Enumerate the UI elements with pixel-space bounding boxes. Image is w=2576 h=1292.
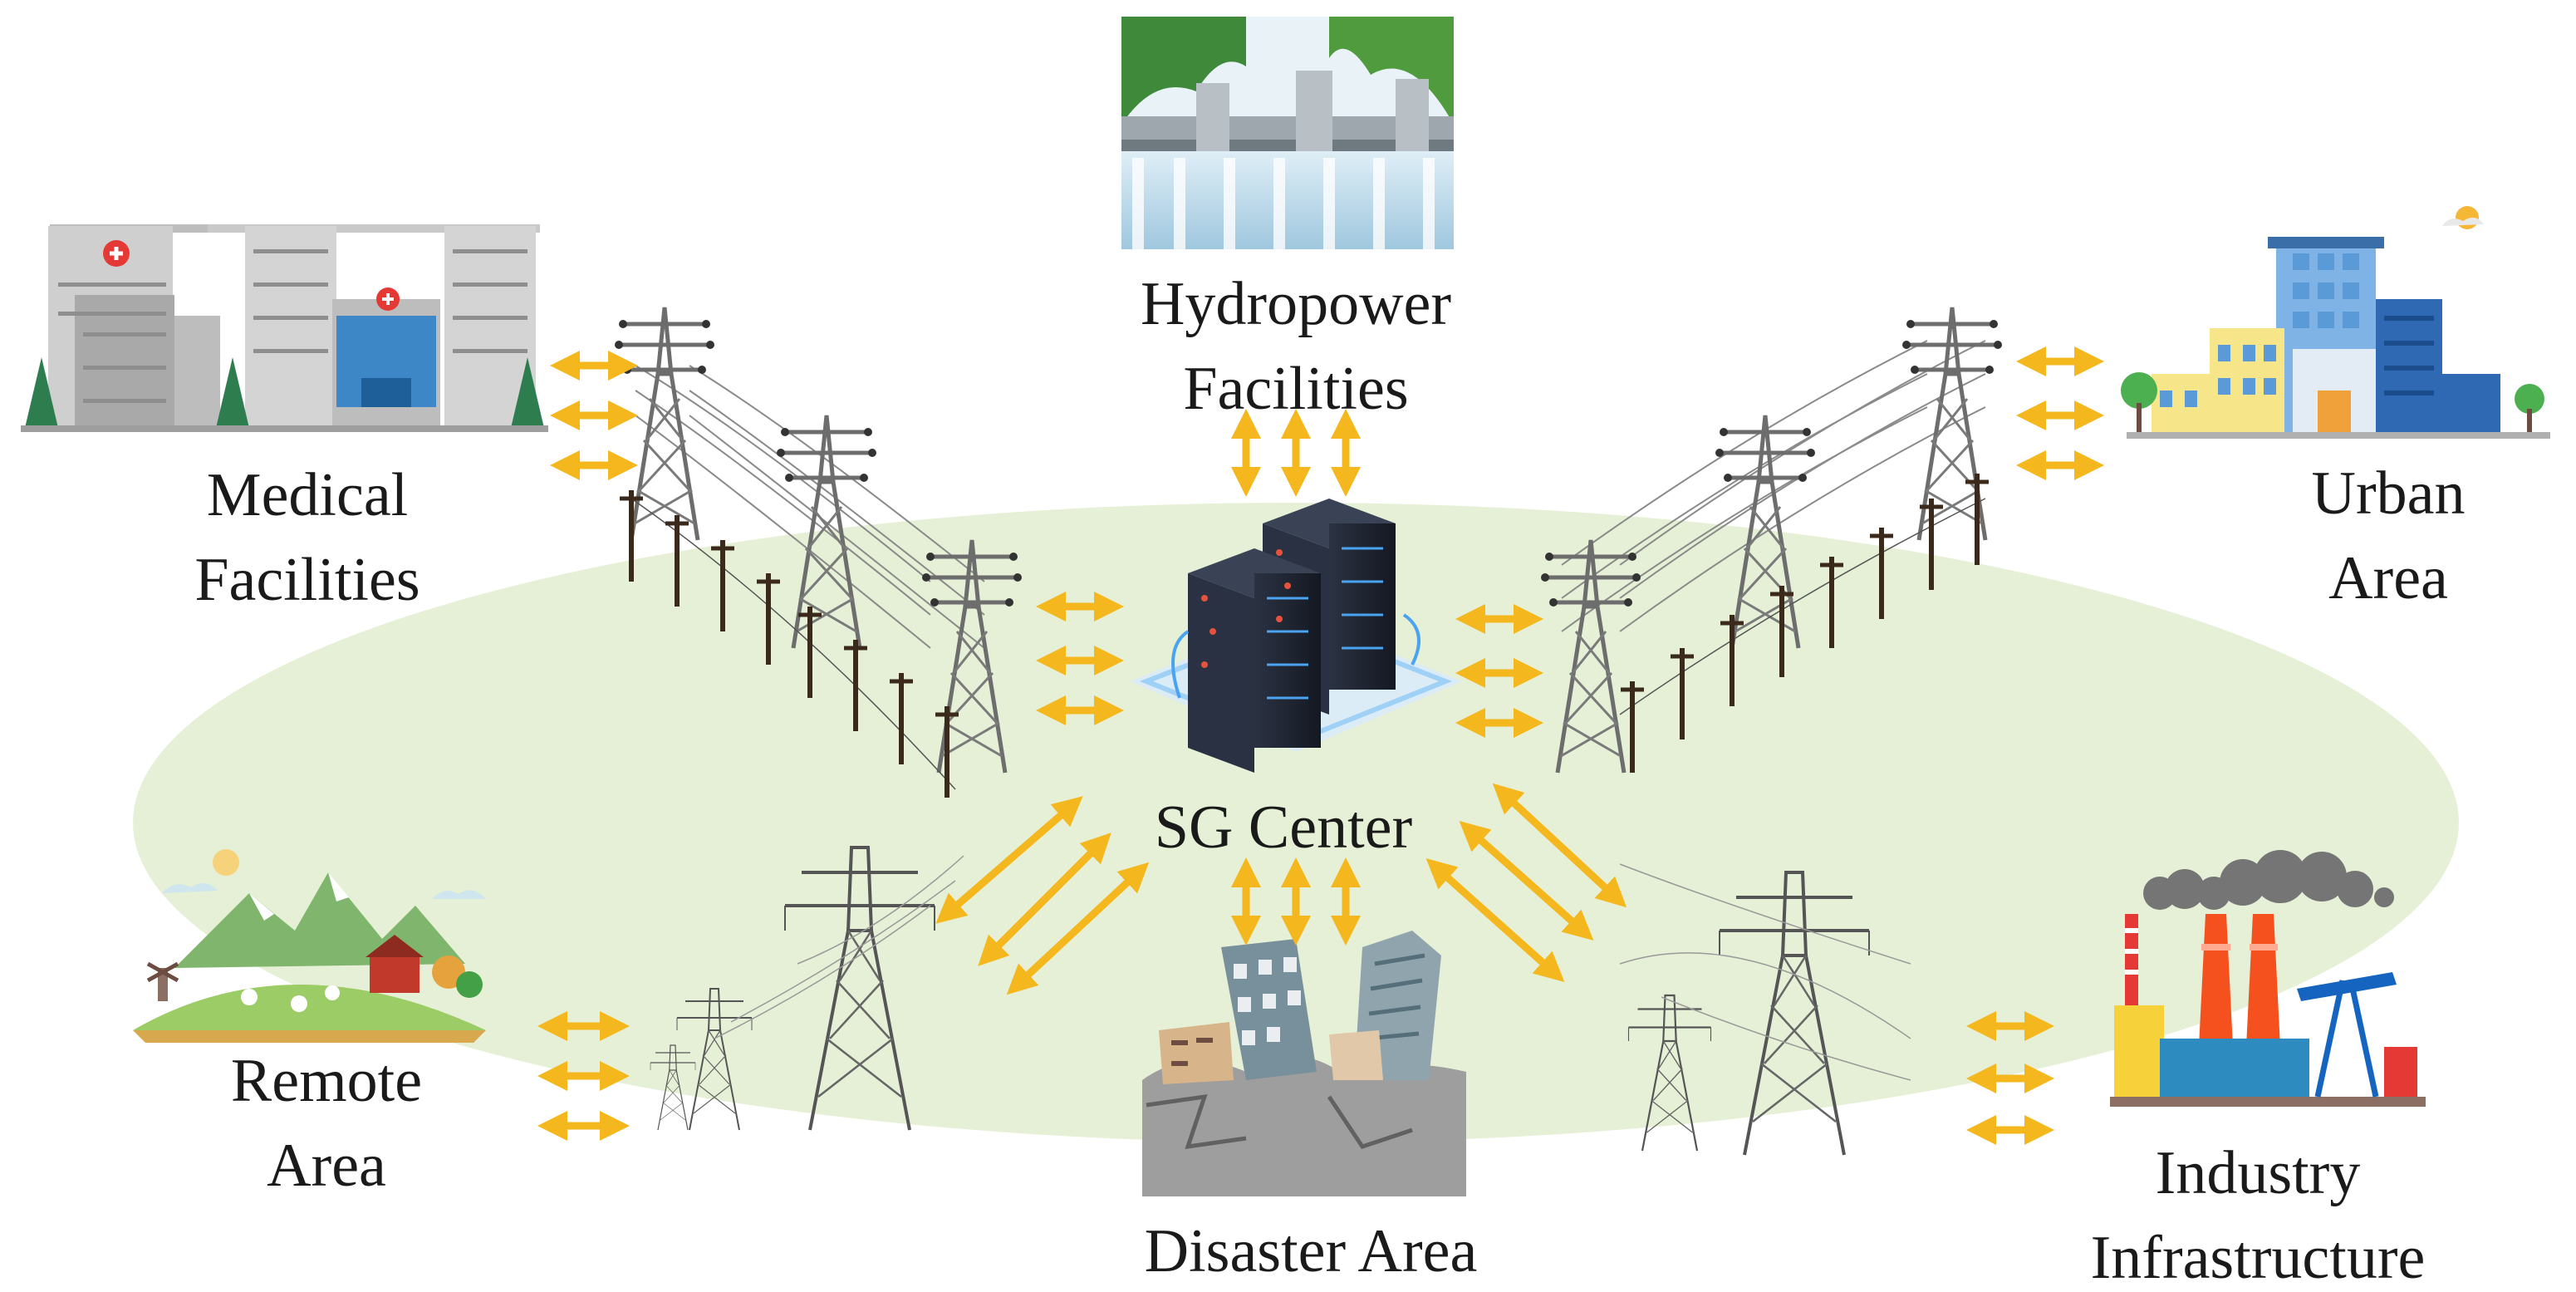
countryside-farm-icon <box>133 849 486 1043</box>
industry-label: Industry <box>2156 1139 2361 1207</box>
coverage-ellipse <box>133 503 2459 1142</box>
disaster-label: Disaster Area <box>1145 1217 1478 1285</box>
utility-pole-icon <box>1965 474 1989 565</box>
hydropower-dam-icon <box>1121 17 1454 249</box>
server-racks-icon <box>1130 499 1462 773</box>
medical-label-line2: Facilities <box>194 546 420 614</box>
transmission-lines-left <box>615 307 1022 798</box>
connection-arrows <box>537 346 2104 1145</box>
factory-smokestack-icon <box>2110 850 2426 1107</box>
transmission-lines-right <box>1541 307 2002 773</box>
city-buildings-icon <box>2121 206 2550 439</box>
urban-label: Urban <box>2312 459 2466 528</box>
industry-label-line2: Infrastructure <box>2091 1224 2426 1292</box>
remote-label: Remote <box>231 1047 422 1115</box>
remote-label-line2: Area <box>267 1132 386 1200</box>
sketch-towers-right <box>1619 863 1911 1157</box>
medical-label: Medical <box>207 461 408 529</box>
hydropower-label-line2: Facilities <box>1183 355 1408 423</box>
arrow-diag-right-3 <box>1425 858 1565 982</box>
hydropower-label: Hydropower <box>1141 270 1451 338</box>
hospital-buildings-icon <box>21 224 548 432</box>
urban-label-line2: Area <box>2328 544 2448 612</box>
sg-center-label: SG Center <box>1155 793 1412 862</box>
arrow-diag-left-3 <box>1006 862 1150 995</box>
collapsed-buildings-icon <box>1142 931 1466 1196</box>
